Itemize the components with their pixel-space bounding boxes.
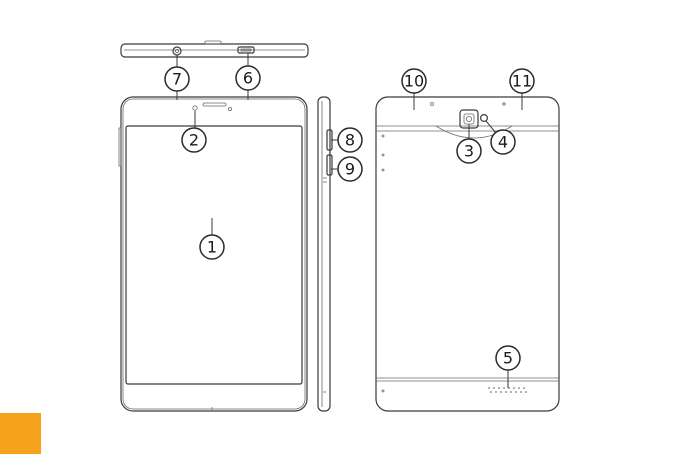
callout-6-label: 6 — [243, 69, 253, 88]
callout-3: 3 — [457, 139, 481, 163]
callout-1-label: 1 — [207, 238, 217, 257]
callout-10: 10 — [402, 69, 426, 93]
callout-2-label: 2 — [189, 131, 199, 150]
callout-9-label: 9 — [345, 160, 355, 179]
tablet-top-edge-view — [121, 41, 308, 57]
headphone-jack-icon — [173, 47, 181, 55]
callout-9: 9 — [338, 157, 362, 181]
callout-11-label: 11 — [512, 72, 532, 91]
flash-icon — [481, 115, 488, 122]
callout-4: 4 — [491, 130, 515, 154]
callout-8-label: 8 — [345, 131, 355, 150]
callout-5-label: 5 — [503, 349, 513, 368]
callout-4-label: 4 — [498, 133, 508, 152]
callout-10-label: 10 — [404, 72, 424, 91]
earpiece-slot — [203, 103, 226, 106]
callout-7-label: 7 — [172, 70, 182, 89]
callout-5: 5 — [496, 346, 520, 370]
callout-3-label: 3 — [464, 142, 474, 161]
callout-8: 8 — [338, 128, 362, 152]
front-camera-icon — [193, 106, 197, 110]
callout-6: 6 — [236, 66, 260, 90]
callout-7: 7 — [165, 67, 189, 91]
callout-2: 2 — [182, 128, 206, 152]
tablet-side-view — [318, 97, 332, 411]
light-sensor-icon — [228, 107, 231, 110]
callout-11: 11 — [510, 69, 534, 93]
orange-corner-tab — [0, 413, 41, 454]
leader-lines — [177, 53, 522, 388]
callout-1: 1 — [200, 235, 224, 259]
